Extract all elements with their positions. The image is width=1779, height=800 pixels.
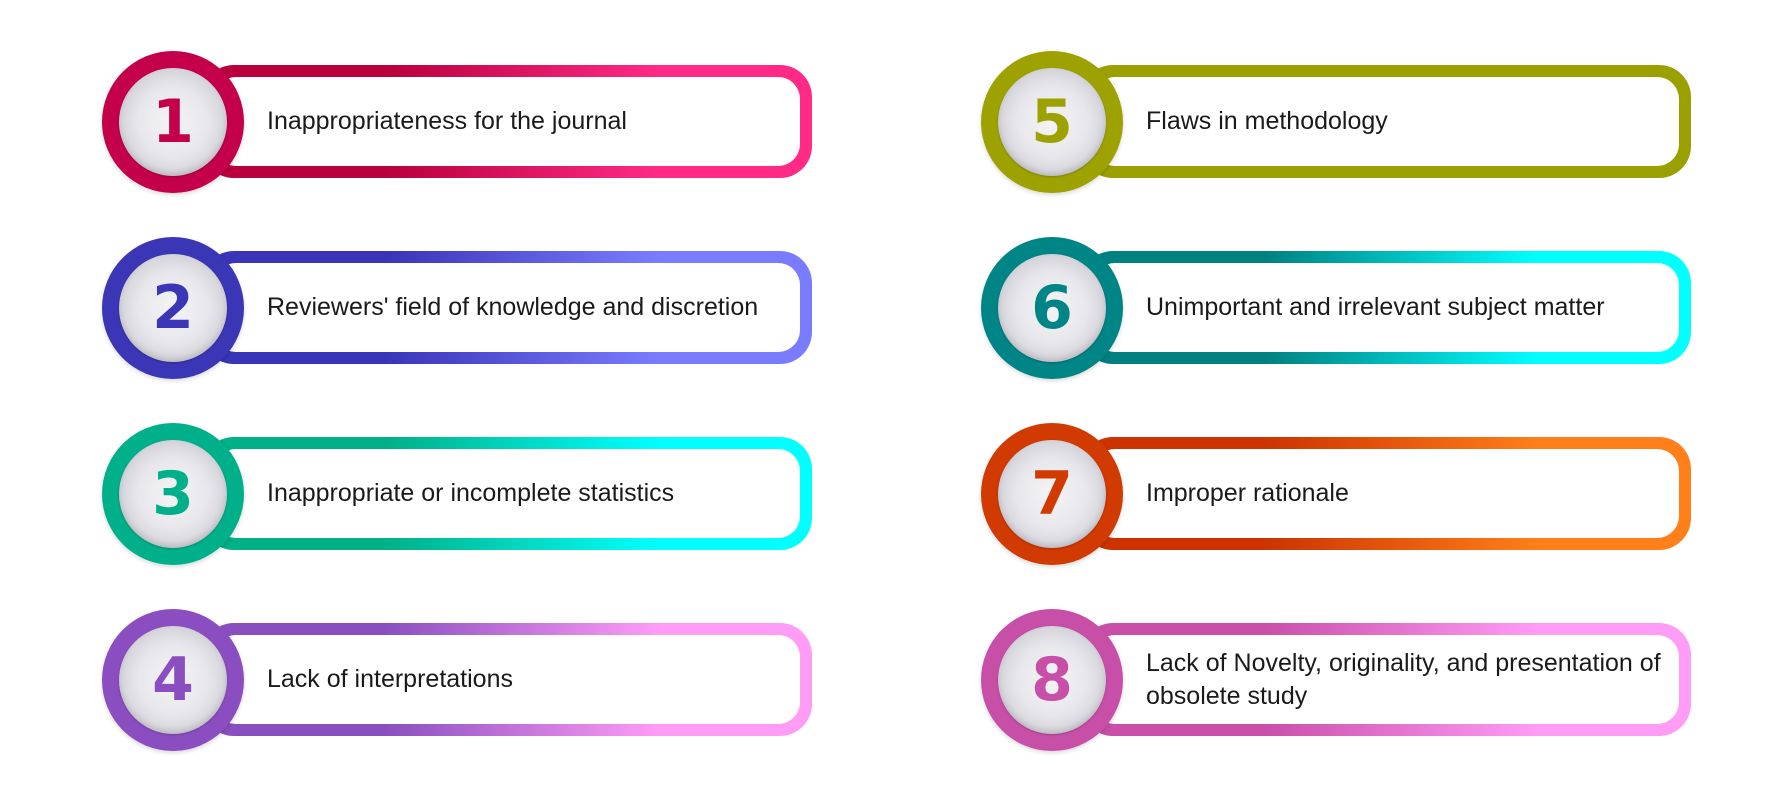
number-badge: 2 bbox=[102, 237, 244, 379]
number-badge: 5 bbox=[981, 51, 1123, 193]
item-label: Flaws in methodology bbox=[1146, 107, 1388, 135]
number-badge: 3 bbox=[102, 423, 244, 565]
item-label: Lack of Novelty, originality, and presen… bbox=[1146, 648, 1661, 710]
badge-number: 6 bbox=[1031, 273, 1073, 343]
reason-item-4: Lack of interpretations 4 bbox=[102, 609, 814, 751]
reason-item-1: Inappropriateness for the journal 1 bbox=[102, 51, 814, 193]
badge-number: 1 bbox=[152, 87, 194, 157]
badge-number: 4 bbox=[152, 645, 194, 715]
item-label: Reviewers' field of knowledge and discre… bbox=[267, 293, 759, 321]
item-label: Lack of interpretations bbox=[267, 665, 513, 693]
item-pill bbox=[1081, 623, 1691, 736]
reason-item-5: Flaws in methodology 5 bbox=[981, 51, 1693, 193]
reason-item-3: Inappropriate or incomplete statistics 3 bbox=[102, 423, 814, 565]
badge-number: 5 bbox=[1031, 87, 1073, 157]
reason-item-2: Reviewers' field of knowledge and discre… bbox=[102, 237, 814, 379]
badge-number: 8 bbox=[1031, 645, 1073, 715]
item-pill bbox=[1081, 437, 1691, 550]
item-label: Unimportant and irrelevant subject matte… bbox=[1146, 293, 1605, 321]
badge-number: 7 bbox=[1031, 459, 1073, 529]
reason-item-8: Lack of Novelty, originality, and presen… bbox=[981, 609, 1693, 751]
number-badge: 1 bbox=[102, 51, 244, 193]
item-pill bbox=[1081, 65, 1691, 178]
item-label: Inappropriate or incomplete statistics bbox=[267, 479, 675, 507]
number-badge: 7 bbox=[981, 423, 1123, 565]
item-pill bbox=[1081, 251, 1691, 364]
number-badge: 8 bbox=[981, 609, 1123, 751]
item-label: Improper rationale bbox=[1146, 479, 1349, 507]
item-label: Inappropriateness for the journal bbox=[267, 107, 627, 135]
badge-number: 2 bbox=[152, 273, 194, 343]
item-pill bbox=[202, 65, 812, 178]
number-badge: 6 bbox=[981, 237, 1123, 379]
reason-item-6: Unimportant and irrelevant subject matte… bbox=[981, 237, 1693, 379]
reason-item-7: Improper rationale 7 bbox=[981, 423, 1693, 565]
item-pill bbox=[202, 437, 812, 550]
item-pill bbox=[202, 623, 812, 736]
number-badge: 4 bbox=[102, 609, 244, 751]
badge-number: 3 bbox=[152, 459, 194, 529]
item-pill bbox=[202, 251, 812, 364]
